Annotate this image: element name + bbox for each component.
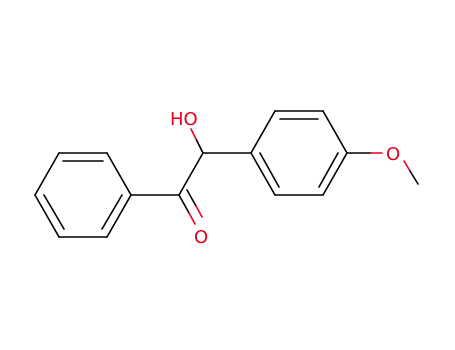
hydroxyl-label: HO bbox=[170, 109, 198, 130]
carbonyl-group bbox=[130, 152, 204, 225]
methoxyphenyl-ring bbox=[250, 110, 348, 196]
phenyl-ring bbox=[34, 152, 132, 238]
hydroxyl-group bbox=[190, 128, 204, 154]
ether-oxygen-label: O bbox=[386, 144, 400, 165]
methoxy-group bbox=[346, 152, 419, 185]
carbonyl-oxygen-label: O bbox=[194, 227, 208, 248]
